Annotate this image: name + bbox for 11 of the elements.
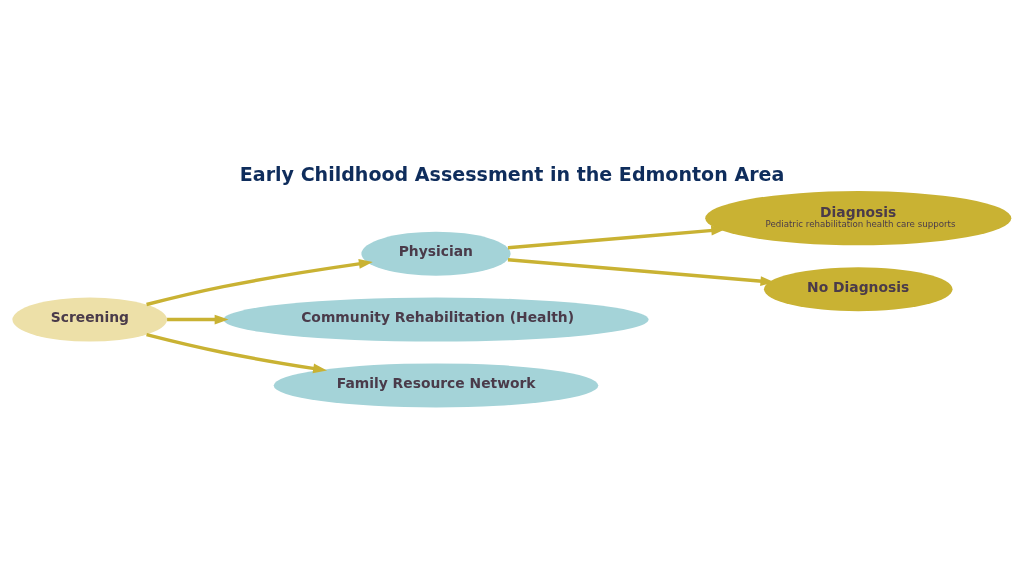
diagram-title: Early Childhood Assessment in the Edmonton Area (239, 162, 785, 185)
node-ellipse: No Diagnosis (763, 266, 953, 311)
arrow (146, 258, 373, 306)
arrow (146, 332, 328, 373)
node-ellipse: Community Rehabilitation (Health) (223, 297, 649, 342)
arrow (507, 257, 775, 286)
arrow (507, 225, 726, 249)
arrow (167, 314, 229, 324)
node-ellipse: Physician (361, 231, 511, 276)
node-ellipse: Diagnosis Pediatric rehabilitation health care supports (705, 190, 1012, 245)
node-ellipse: Screening (12, 297, 168, 342)
